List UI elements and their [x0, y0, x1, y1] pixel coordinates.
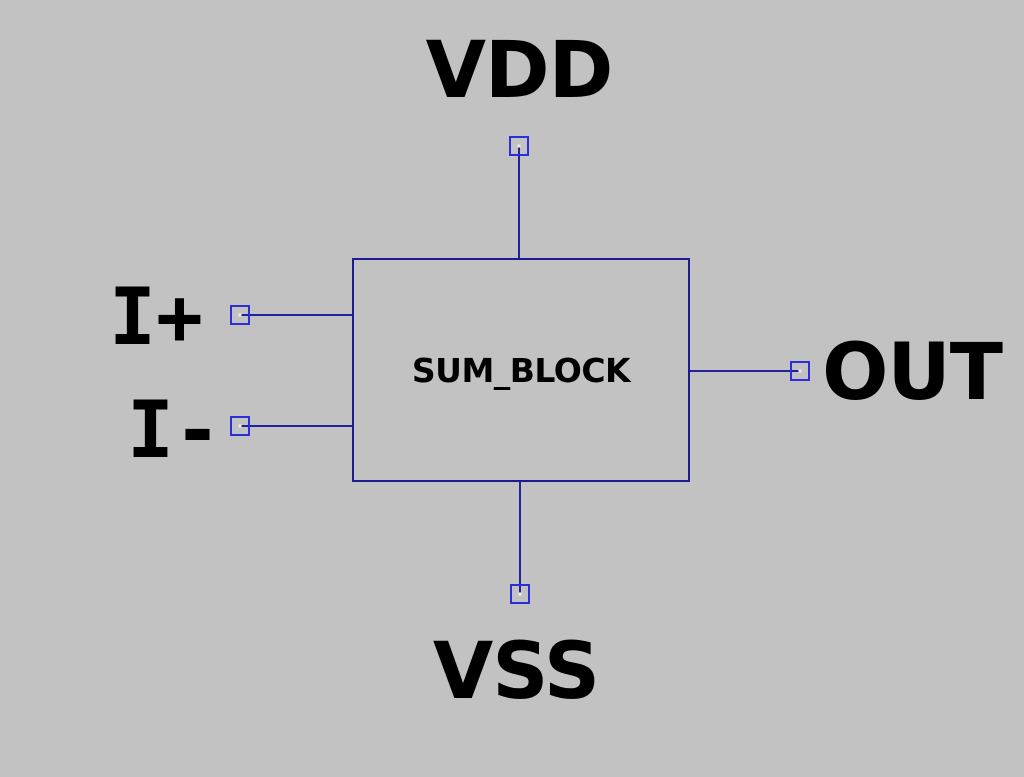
pin-dot	[517, 144, 521, 148]
port-label-out[interactable]: OUT	[822, 328, 1003, 418]
pin-iplus[interactable]	[230, 305, 250, 325]
wire-out[interactable]	[690, 370, 800, 372]
pin-iminus[interactable]	[230, 416, 250, 436]
pin-dot	[518, 592, 522, 596]
wire-iplus[interactable]	[240, 314, 352, 316]
wire-vdd[interactable]	[518, 146, 520, 258]
port-label-iminus[interactable]: I-	[127, 386, 221, 476]
pin-vss[interactable]	[510, 584, 530, 604]
port-label-vss[interactable]: VSS	[432, 627, 600, 717]
port-label-vdd[interactable]: VDD	[425, 26, 614, 116]
pin-dot	[798, 369, 802, 373]
pin-dot	[238, 424, 242, 428]
pin-out[interactable]	[790, 361, 810, 381]
port-label-iplus[interactable]: I+	[109, 273, 203, 363]
pin-vdd[interactable]	[509, 136, 529, 156]
pin-dot	[238, 313, 242, 317]
wire-vss[interactable]	[519, 482, 521, 594]
wire-iminus[interactable]	[240, 425, 352, 427]
block-name-label: SUM_BLOCK	[411, 350, 631, 390]
sum-block-outline[interactable]: SUM_BLOCK	[352, 258, 690, 482]
